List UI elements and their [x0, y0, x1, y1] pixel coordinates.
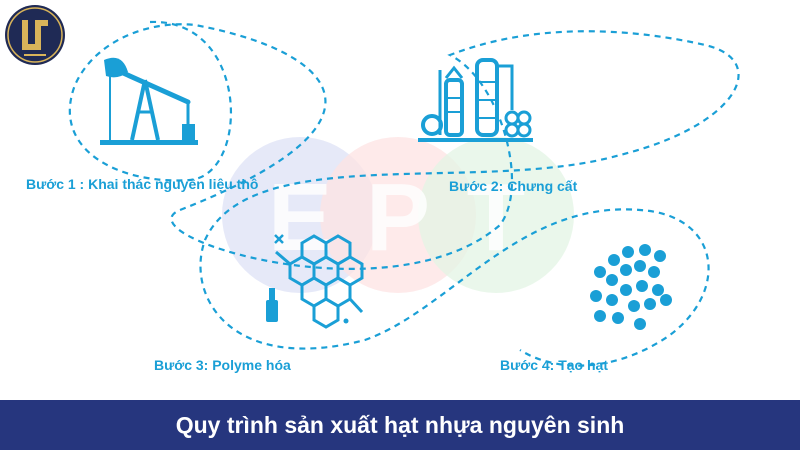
watermark-circle-green	[418, 137, 574, 293]
step-1-label: Bước 1 : Khai thác nguyên liệu thô	[26, 176, 259, 192]
oil-pumpjack-icon	[100, 57, 198, 145]
watermark-letter: T	[467, 164, 526, 271]
step-2-label: Bước 2: Chưng cất	[449, 178, 578, 194]
dashed-process-path	[68, 20, 740, 367]
company-monogram-logo	[5, 5, 65, 65]
plastic-pellets-icon	[590, 244, 672, 330]
polymer-molecule-icon	[266, 234, 364, 329]
step-4-label: Bước 4: Tạo hạt	[500, 357, 608, 373]
footer-banner: Quy trình sản xuất hạt nhựa nguyên sinh	[0, 400, 800, 450]
diagram-canvas: E P T	[68, 20, 740, 367]
step-3-label: Bước 3: Polyme hóa	[154, 357, 291, 373]
watermark: E P T	[222, 137, 574, 293]
footer-title: Quy trình sản xuất hạt nhựa nguyên sinh	[175, 411, 625, 438]
watermark-letter: P	[366, 164, 430, 271]
distillation-plant-icon	[418, 58, 533, 142]
